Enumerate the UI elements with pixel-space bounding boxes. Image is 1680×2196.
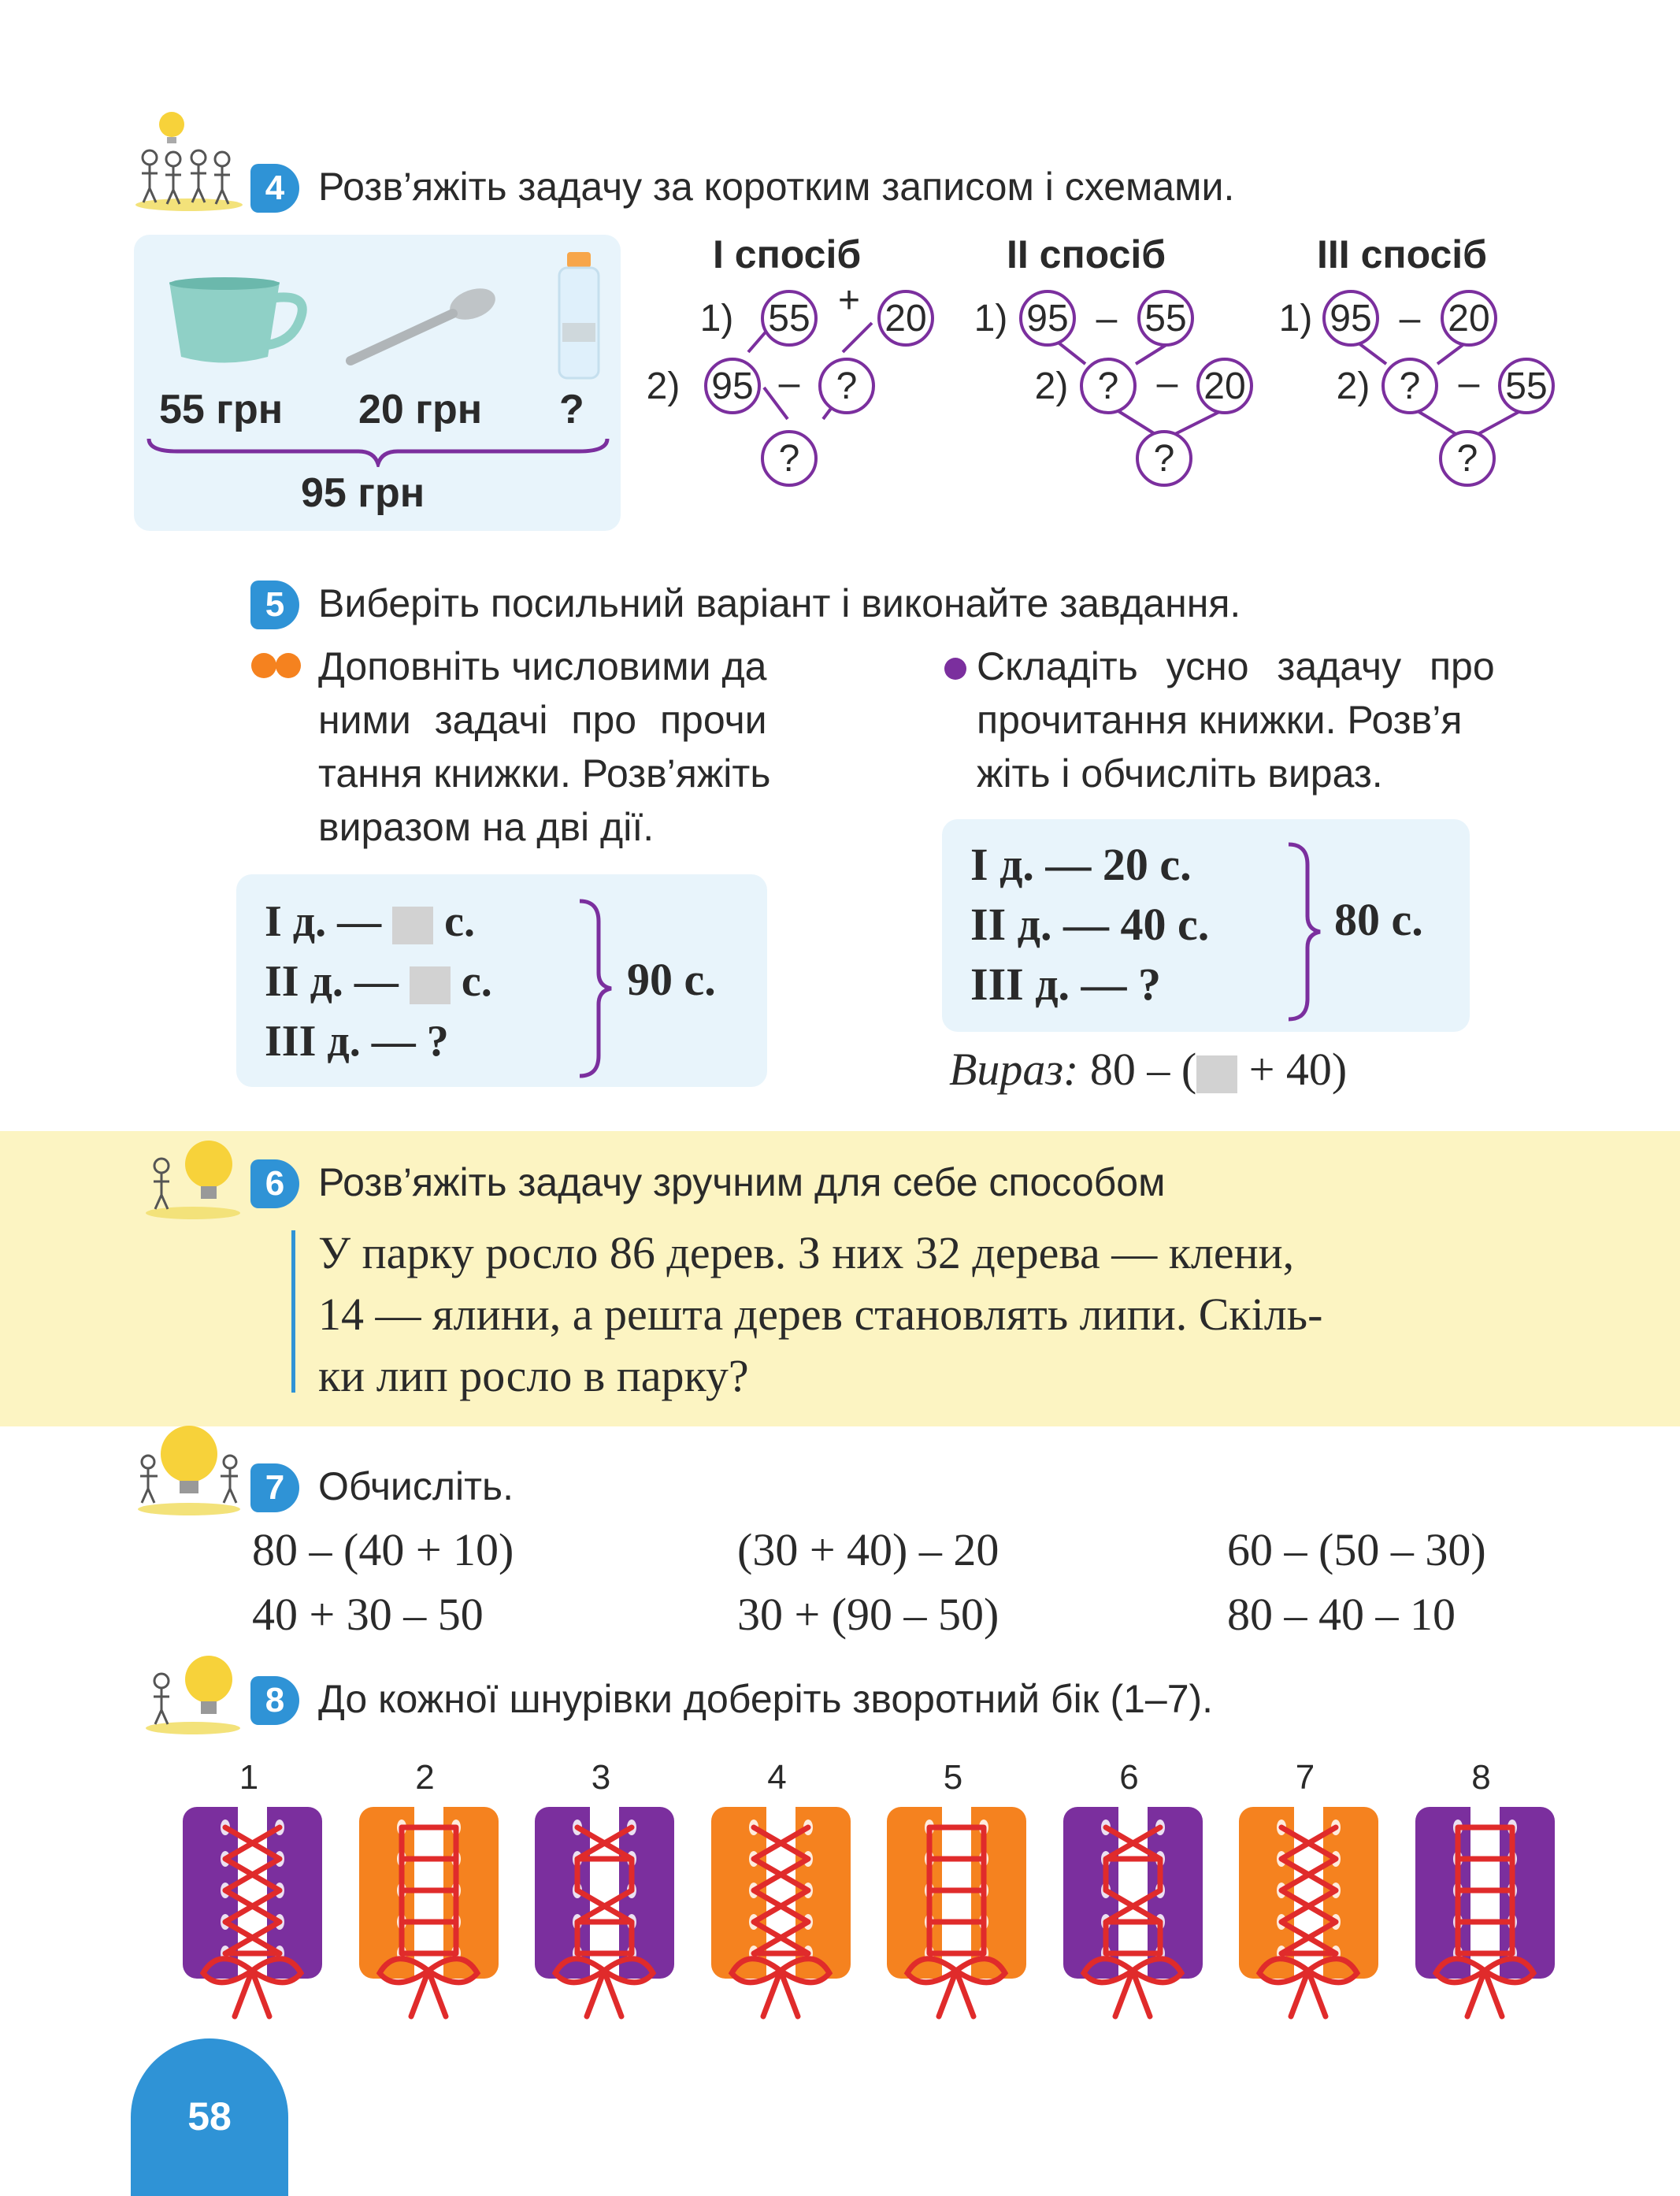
svg-text:55: 55: [1144, 298, 1186, 339]
lace-6[interactable]: [1060, 1804, 1206, 2024]
total-price: 95 грн: [301, 470, 425, 516]
svg-text:95: 95: [1330, 298, 1371, 339]
svg-text:55: 55: [768, 298, 810, 339]
method-1-step2: 2): [647, 365, 681, 407]
lace-number: 7: [1295, 1758, 1315, 1797]
task-5-right-record: І д. — 20 с. ІІ д. — 40 с. ІІІ д. — ? 80…: [942, 819, 1470, 1032]
method-1-step1: 1): [700, 298, 734, 339]
task-5-title: Виберіть посильний варіант і виконайте з…: [318, 581, 1241, 625]
task-7-number: 7: [250, 1463, 299, 1512]
svg-text:95: 95: [711, 365, 753, 407]
svg-text:+: +: [838, 285, 860, 321]
method-1-scheme: 1) 55 +20 2) 95–? ?: [647, 285, 934, 487]
spoon-icon: [346, 288, 495, 365]
cup-icon: [169, 277, 307, 363]
page-number: 58: [131, 2038, 288, 2196]
task-7-title: Обчисліть.: [318, 1464, 514, 1508]
expression: 40 + 30 – 50: [252, 1589, 484, 1640]
svg-text:?: ?: [779, 438, 800, 480]
svg-text:?: ?: [836, 365, 858, 407]
lace-number: 3: [591, 1758, 611, 1797]
svg-text:?: ?: [1098, 365, 1119, 407]
right-total: 80 с.: [1334, 894, 1423, 945]
task-6-number: 6: [250, 1159, 299, 1208]
total-brace: [146, 438, 610, 467]
task-4-short-record: 55 грн 20 грн ? 95 грн: [134, 235, 621, 531]
blank-box[interactable]: [1196, 1055, 1238, 1093]
idea-bulb-icon: [146, 1656, 240, 1734]
svg-text:?: ?: [1457, 438, 1478, 480]
task-5-left-text: Доповніть числовими да ними задачі про п…: [318, 644, 771, 849]
task-8-number: 8: [250, 1676, 299, 1725]
svg-text:–: –: [1459, 362, 1480, 404]
lace-number: 1: [239, 1758, 259, 1797]
svg-text:?: ?: [1154, 438, 1175, 480]
bottle-price: ?: [559, 387, 584, 432]
thinking-people-icon: [135, 112, 243, 211]
two-dots-level-icon: [251, 653, 301, 678]
one-dot-level-icon: [944, 658, 966, 680]
lace-number: 6: [1119, 1758, 1139, 1797]
lace-8[interactable]: [1412, 1804, 1558, 2024]
right-brace: [1288, 842, 1321, 1022]
method-3-scheme: 1) 95–20 2) ?–55 ?: [1279, 290, 1555, 487]
method-3-title: ІІІ спосіб: [1317, 232, 1488, 276]
svg-text:–: –: [779, 362, 800, 404]
svg-text:20: 20: [1203, 365, 1245, 407]
expression: 60 – (50 – 30): [1227, 1524, 1486, 1575]
svg-text:95: 95: [1026, 298, 1068, 339]
lace-2[interactable]: [356, 1804, 502, 2024]
svg-text:?: ?: [1400, 365, 1421, 407]
task-6-problem: У парку росло 86 дерев. З них 32 дерева …: [318, 1227, 1323, 1401]
blank-box[interactable]: [409, 966, 451, 1005]
method-2-title: ІІ спосіб: [1007, 232, 1166, 276]
svg-text:2): 2): [1337, 365, 1370, 407]
task-5-right-text: Складіть усно задачу про прочитання книж…: [977, 644, 1495, 796]
lace-number: 4: [767, 1758, 787, 1797]
lace-number: 2: [415, 1758, 435, 1797]
bottle-icon: [558, 252, 600, 380]
expression: (30 + 40) – 20: [737, 1524, 999, 1575]
lace-1[interactable]: [180, 1804, 325, 2024]
left-brace: [579, 899, 612, 1078]
idea-bulb-icon: [146, 1141, 240, 1219]
task-5-left-record: І д. — с. ІІ д. — с. ІІІ д. — ? 90 с.: [236, 874, 767, 1087]
cup-price: 55 грн: [159, 387, 284, 432]
task-6-margin-line: [291, 1230, 295, 1393]
task-6-title: Розв’яжіть задачу зручним для себе спосо…: [318, 1160, 1166, 1204]
expression: 80 – 40 – 10: [1227, 1589, 1456, 1640]
lace-7[interactable]: [1236, 1804, 1381, 2024]
svg-text:–: –: [1096, 298, 1118, 339]
svg-text:1): 1): [1279, 298, 1313, 339]
lace-number: 5: [943, 1758, 963, 1797]
lace-3[interactable]: [532, 1804, 677, 2024]
method-2-scheme: 1) 95–55 2) ?–20 ?: [974, 290, 1253, 487]
left-total: 90 с.: [627, 954, 716, 1005]
spoon-price: 20 грн: [358, 387, 483, 432]
method-1-title: І спосіб: [713, 232, 862, 276]
svg-text:55: 55: [1505, 365, 1547, 407]
svg-text:–: –: [1157, 362, 1178, 404]
svg-text:20: 20: [1448, 298, 1489, 339]
expression-line: Вираз: 80 – ( + 40): [949, 1044, 1348, 1095]
task-5-number: 5: [250, 581, 299, 629]
idea-bulb-people-icon: [138, 1426, 240, 1515]
svg-text:20: 20: [885, 298, 926, 339]
task-4-title: Розв’яжіть задачу за коротким записом і …: [318, 165, 1235, 209]
svg-text:–: –: [1400, 298, 1421, 339]
expression: 80 – (40 + 10): [252, 1524, 514, 1575]
lace-4[interactable]: [708, 1804, 854, 2024]
lace-5[interactable]: [884, 1804, 1029, 2024]
svg-text:1): 1): [974, 298, 1008, 339]
task-4-number: 4: [250, 164, 299, 213]
svg-text:2): 2): [1035, 365, 1069, 407]
blank-box[interactable]: [392, 907, 434, 945]
lace-number: 8: [1471, 1758, 1491, 1797]
expression: 30 + (90 – 50): [737, 1589, 999, 1640]
task-8-title: До кожної шнурівки доберіть зворотний бі…: [318, 1677, 1214, 1721]
